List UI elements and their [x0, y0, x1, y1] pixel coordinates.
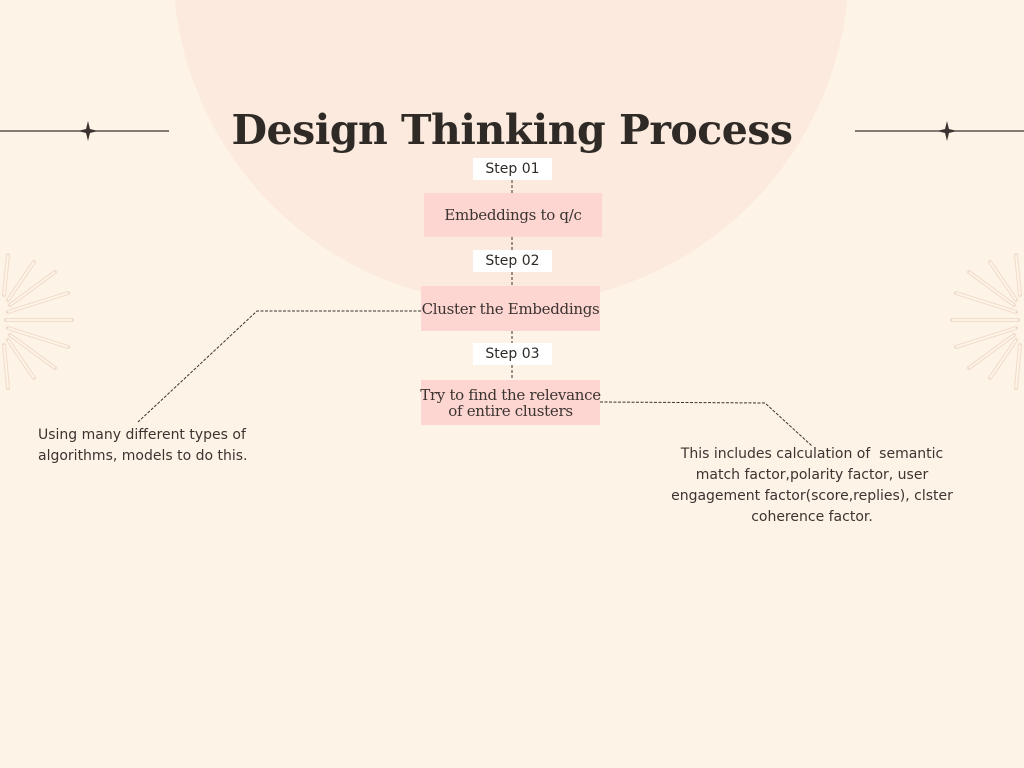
step-01-box: Embeddings to q/c — [424, 193, 602, 237]
step-03-box: Try to find the relevance of entire clus… — [420, 380, 601, 425]
right-note: This includes calculation of semantic ma… — [663, 444, 961, 528]
step-03-label: Step 03 — [473, 343, 552, 365]
right-note-line2: match factor,polarity factor, user — [695, 467, 929, 483]
right-callout-line — [599, 401, 813, 447]
right-note-line4: coherence factor. — [751, 509, 873, 525]
step-01-label: Step 01 — [473, 158, 552, 180]
right-note-line3: engagement factor(score,replies), clster — [671, 488, 953, 504]
left-sunburst-icon — [2, 253, 74, 390]
step-03-text-line2: of entire clusters — [448, 401, 573, 420]
right-sparkle-icon — [937, 121, 957, 141]
right-sunburst-icon — [950, 253, 1022, 390]
page-title: Design Thinking Process — [231, 106, 793, 154]
left-note-line1: Using many different types of — [38, 427, 246, 443]
step-02-text: Cluster the Embeddings — [421, 299, 600, 318]
left-sparkle-icon — [78, 121, 98, 141]
step-03-text-line1: Try to find the relevance — [420, 385, 601, 404]
left-note: Using many different types of algorithms… — [38, 425, 298, 467]
left-note-line2: algorithms, models to do this. — [38, 448, 248, 464]
right-note-line1: This includes calculation of semantic — [680, 446, 944, 462]
step-02-box: Cluster the Embeddings — [421, 286, 600, 331]
step-02-label: Step 02 — [473, 250, 552, 272]
left-callout-line — [137, 310, 421, 423]
step-01-text: Embeddings to q/c — [444, 206, 582, 224]
